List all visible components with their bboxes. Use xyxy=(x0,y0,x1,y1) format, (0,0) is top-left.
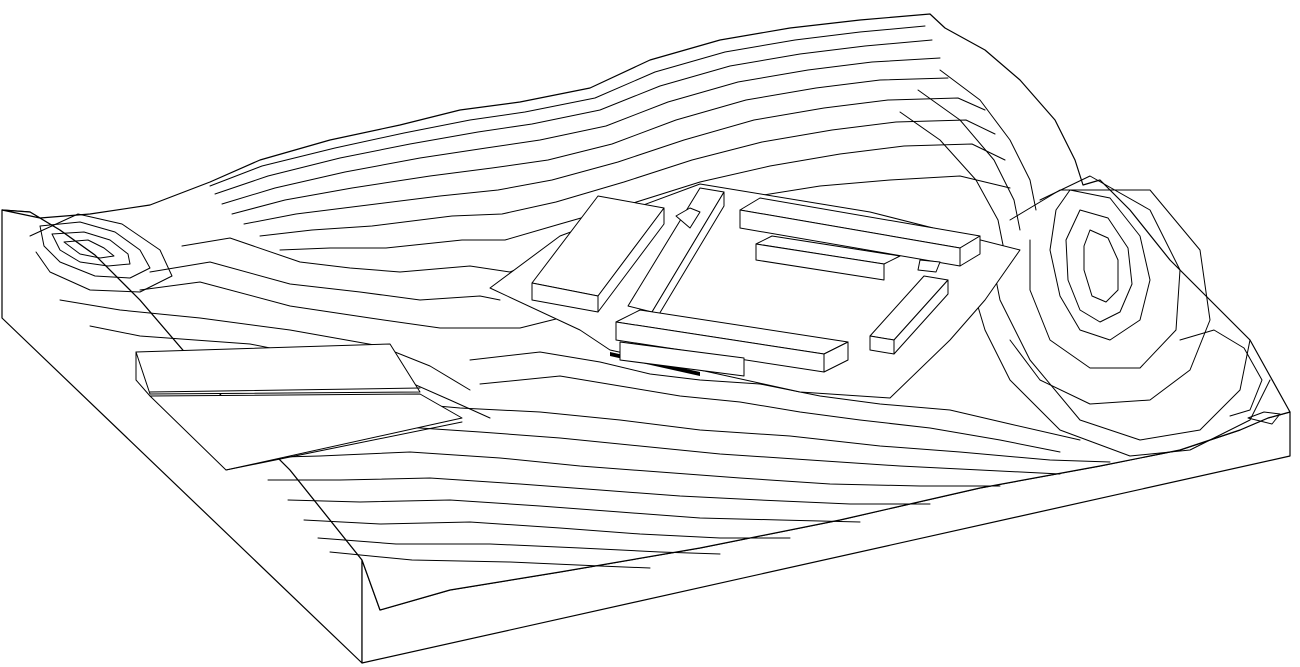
contour-line xyxy=(287,499,861,523)
field-upper xyxy=(135,343,421,395)
contour-line xyxy=(63,239,115,259)
contour-line xyxy=(1179,329,1263,417)
building-block-east xyxy=(869,275,949,355)
contour-line xyxy=(259,119,996,237)
contour-line xyxy=(149,261,501,301)
building-block-north xyxy=(739,197,981,267)
field-edge xyxy=(149,387,421,393)
contour-line xyxy=(939,69,1037,211)
field-edge xyxy=(135,351,151,397)
block-side xyxy=(893,279,949,355)
building-block-south xyxy=(615,309,849,373)
contour-line xyxy=(267,477,931,505)
block-side xyxy=(597,207,665,313)
contour-line xyxy=(214,39,933,195)
contour-line xyxy=(1049,189,1151,341)
contour-line xyxy=(39,221,151,279)
contour-line xyxy=(469,351,1081,441)
buildings xyxy=(531,187,981,377)
block-side xyxy=(755,243,885,281)
block-side xyxy=(959,235,981,267)
field-edge xyxy=(225,421,463,471)
contour-line xyxy=(317,537,721,555)
contour-line xyxy=(899,111,1005,251)
contour-line xyxy=(29,213,173,293)
contour-line xyxy=(1009,189,1211,405)
contour-line xyxy=(1083,229,1119,303)
contour-line xyxy=(139,281,581,329)
connector-block xyxy=(675,207,701,229)
contour-line xyxy=(1029,175,1181,369)
contour-line xyxy=(303,519,791,539)
building-block-inner xyxy=(755,235,901,281)
contour-line xyxy=(209,25,926,187)
contour-line xyxy=(989,249,1251,441)
building-block-diagonal xyxy=(627,187,725,327)
contour-line xyxy=(917,89,1021,231)
field-lower xyxy=(149,393,463,471)
terraced-fields xyxy=(135,343,463,471)
contour-line xyxy=(969,279,1271,457)
contour-line xyxy=(243,97,986,225)
connector-block xyxy=(917,259,941,273)
connector-block xyxy=(619,341,745,377)
contour-line xyxy=(1065,209,1133,323)
contour-line xyxy=(221,57,941,205)
contour-line xyxy=(245,451,1001,487)
contour-line xyxy=(51,231,131,267)
contour-line xyxy=(59,299,471,391)
contour-line xyxy=(1247,411,1281,425)
contour-line xyxy=(231,77,949,215)
block-side xyxy=(823,341,849,373)
contour-line xyxy=(479,375,1061,453)
contour-line xyxy=(329,551,651,569)
building-block-west xyxy=(531,195,665,313)
